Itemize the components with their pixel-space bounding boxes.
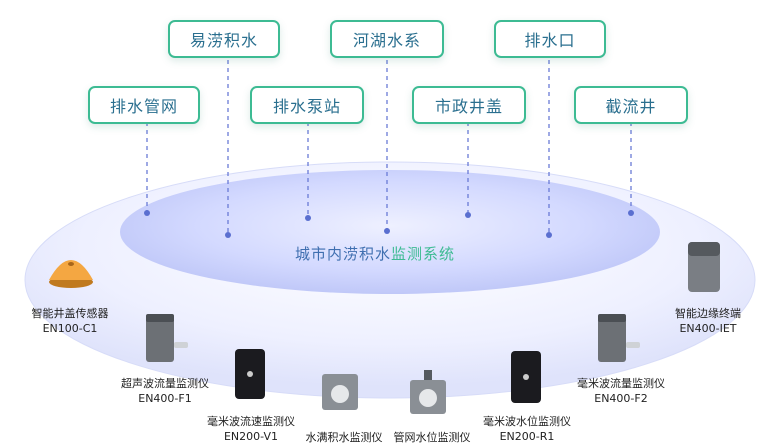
tag-shizheng-jinggai: 市政井盖 — [412, 86, 526, 124]
radar-velocity-icon — [235, 349, 265, 399]
device-label-waterlogging: 水满积水监测仪 — [305, 431, 383, 444]
flow-meter-icon — [146, 314, 188, 362]
connector-dot — [628, 210, 634, 216]
center-title-main: 城市内涝积水 — [295, 245, 392, 263]
center-title: 城市内涝积水监测系统 — [295, 243, 455, 264]
edge-terminal-icon — [688, 242, 720, 292]
device-label-manhole: 智能井盖传感器 EN100-C1 — [31, 307, 109, 335]
tag-yilao-jishui: 易涝积水 — [168, 20, 280, 58]
tag-hehu-shuixi: 河湖水系 — [330, 20, 444, 58]
tag-paishui-guanwang: 排水管网 — [88, 86, 200, 124]
tag-paishuikou: 排水口 — [494, 20, 606, 58]
mmwave-flow-icon — [598, 314, 640, 362]
connector-dot — [546, 232, 552, 238]
tag-paishui-bengzhan: 排水泵站 — [250, 86, 364, 124]
tag-jieliujing: 截流井 — [574, 86, 688, 124]
center-title-accent: 监测系统 — [391, 245, 456, 263]
connector-dot — [305, 215, 311, 221]
waterlogging-monitor-icon — [322, 374, 358, 410]
connector-dot — [465, 212, 471, 218]
connector-dot — [144, 210, 150, 216]
connector-dot — [225, 232, 231, 238]
manhole-sensor-icon — [49, 260, 93, 288]
inner-platform — [120, 170, 660, 294]
pipe-level-monitor-icon — [410, 370, 446, 414]
device-label-edge-terminal: 智能边缘终端 EN400-IET — [675, 307, 741, 335]
device-label-ultrasonic: 超声波流量监测仪 EN400-F1 — [121, 377, 209, 405]
connector-dot — [384, 228, 390, 234]
radar-level-icon — [511, 351, 541, 403]
device-label-mmwave-flow: 毫米波流量监测仪 EN400-F2 — [577, 377, 665, 405]
